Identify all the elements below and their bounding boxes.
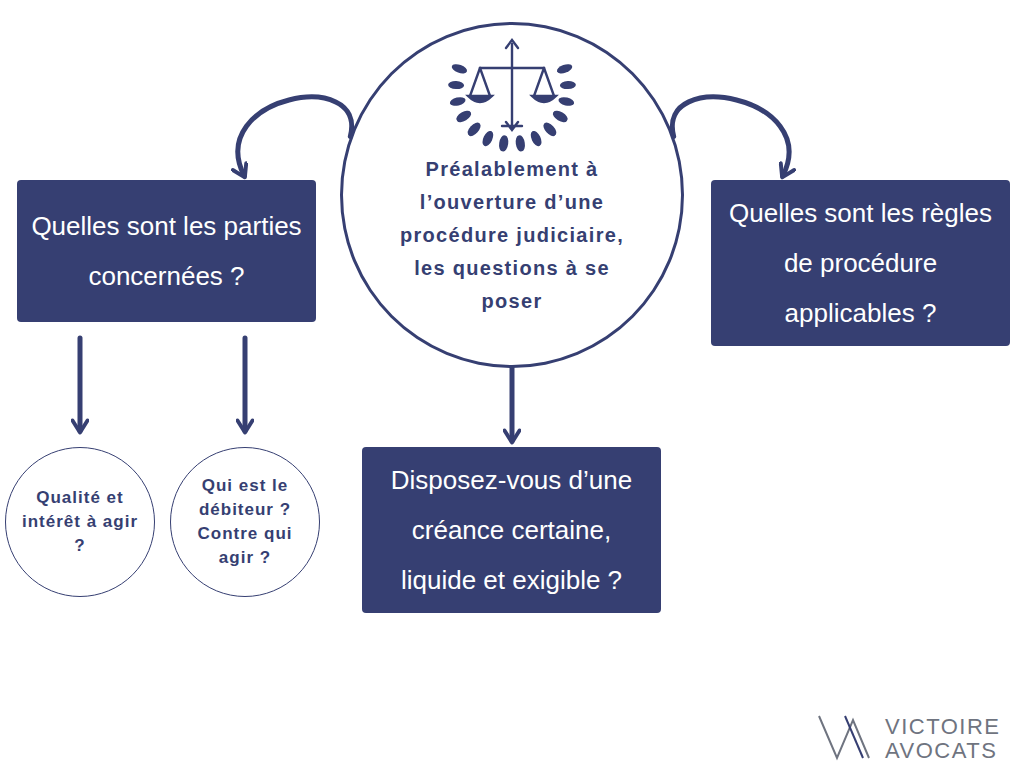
laurel-leaf (551, 109, 569, 124)
laurel-leaf (481, 130, 495, 148)
logo-text: VICTOIRE (885, 716, 1001, 738)
laurel-leaf (556, 62, 574, 75)
intro-circle: Préalablement à l’ouverture d’une procéd… (340, 22, 684, 368)
sub-question-circle: Qui est le débiteur ? Contre qui agir ? (170, 447, 320, 597)
laurel-leaf (498, 135, 508, 152)
laurel-leaf (529, 129, 543, 147)
laurel-leaf (529, 130, 543, 148)
node-text: Quelles sont les règles de procédure app… (721, 188, 1000, 338)
logo-mark (815, 712, 885, 762)
laurel-leaf (542, 120, 559, 137)
node-text: Disposez-vous d’une créance certaine, li… (372, 455, 651, 605)
laurel-leaf (516, 135, 526, 152)
logo-text: AVOCATS (885, 740, 997, 762)
laurel-leaf (449, 96, 466, 108)
justice-emblem (442, 26, 582, 156)
laurel-leaf (465, 120, 482, 137)
sub-question-circle: Qualité et intérêt à agir ? (5, 447, 155, 597)
laurel-leaf (448, 81, 464, 90)
laurel-leaf (558, 96, 575, 108)
question-box: Quelles sont les règles de procédure app… (711, 180, 1010, 346)
node-text: Qualité et intérêt à agir ? (19, 486, 141, 558)
question-box: Quelles sont les parties concernées ? (17, 180, 316, 322)
laurel-leaf (552, 109, 570, 124)
laurel-leaf (541, 121, 558, 138)
node-text: Préalablement à l’ouverture d’une procéd… (383, 153, 641, 318)
laurel-leaf (466, 121, 483, 138)
arrow-connector (238, 97, 352, 176)
laurel-leaf (451, 62, 469, 75)
node-text: Quelles sont les parties concernées ? (27, 201, 306, 301)
arrow-connector (510, 368, 515, 441)
scales-symbol (468, 40, 556, 130)
arrow-connector (672, 97, 789, 176)
laurel-leaf (560, 81, 576, 90)
laurel-leaf (480, 129, 494, 147)
node-text: Qui est le débiteur ? Contre qui agir ? (182, 474, 308, 570)
laurel-leaf (455, 109, 473, 124)
laurel-leaf (499, 135, 509, 152)
arrow-connector (78, 338, 83, 431)
question-box: Disposez-vous d’une créance certaine, li… (362, 447, 661, 613)
arrow-connector (243, 338, 248, 431)
laurel-leaf (455, 109, 473, 124)
